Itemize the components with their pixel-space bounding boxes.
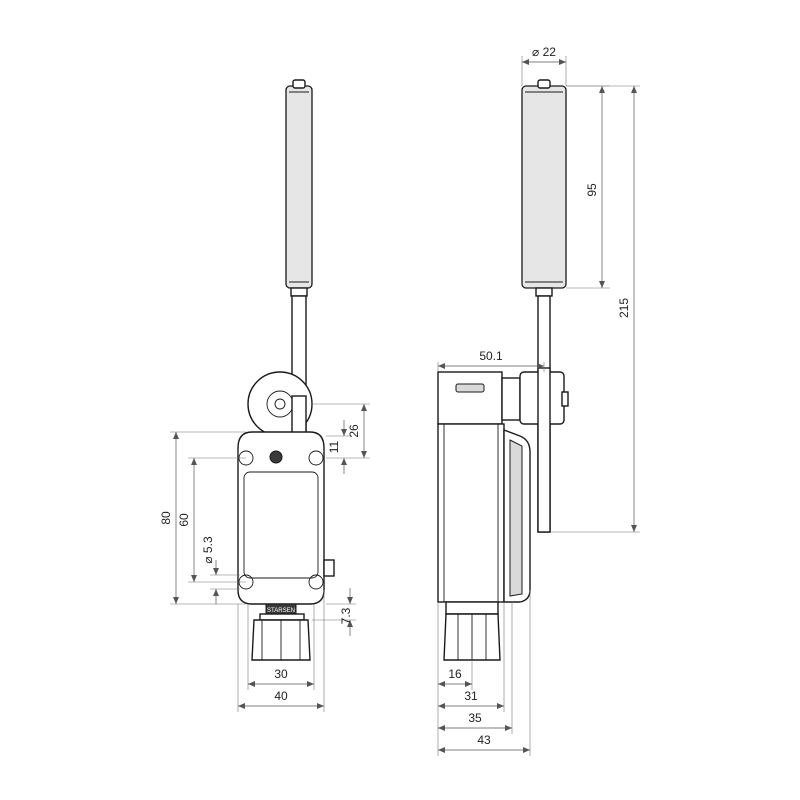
side-rod-through-clamp: [537, 367, 551, 533]
front-roller-top-cap: [292, 79, 306, 89]
front-dimensions: 80 60 ⌀ 5.3 26 11 7.3 30: [159, 403, 370, 712]
front-mount-hole-tr: [308, 450, 324, 466]
side-roller-top-cap: [537, 79, 551, 89]
front-hub-screw: [274, 398, 286, 410]
front-view: STARSEN: [237, 79, 335, 661]
dim-label-35: 35: [468, 711, 482, 725]
dim-label-hole: ⌀ 5.3: [201, 536, 215, 564]
dim-label-31: 31: [464, 689, 478, 703]
side-clamp-screw: [561, 391, 569, 407]
side-lever-link: [501, 377, 521, 421]
dim-label-60: 60: [177, 513, 191, 527]
side-gland-nut: [445, 601, 499, 615]
front-roller-collar: [290, 287, 308, 297]
dim-label-30: 30: [274, 667, 288, 681]
dim-label-40: 40: [274, 689, 288, 703]
front-brand-marking: STARSEN: [267, 608, 295, 614]
dim-label-7_3: 7.3: [339, 607, 353, 624]
front-gland-nut: [259, 613, 305, 621]
dim-label-215: 215: [617, 298, 631, 318]
dim-label-43: 43: [477, 733, 491, 747]
side-view: [437, 79, 569, 661]
front-body-panel: [243, 471, 319, 579]
dim-label-26: 26: [347, 424, 361, 438]
side-head: [437, 371, 503, 425]
dim-label-16: 16: [448, 667, 462, 681]
dim-label-80: 80: [159, 511, 173, 525]
front-roller: [285, 85, 313, 289]
dim-label-50_1: 50.1: [479, 349, 503, 363]
front-side-screw: [323, 559, 335, 577]
dim-label-dia22: ⌀ 22: [532, 45, 556, 59]
front-pivot-dot: [269, 450, 283, 464]
side-head-slot: [455, 383, 485, 393]
dim-label-95: 95: [585, 183, 599, 197]
side-roller-collar: [535, 287, 553, 297]
front-mount-hole-br: [308, 574, 324, 590]
side-switch-body: [437, 423, 505, 603]
side-cover-edge: [509, 439, 523, 597]
dim-label-11: 11: [327, 440, 341, 453]
side-roller: [521, 85, 567, 289]
side-dimensions: ⌀ 22 95 215 50.1 16 31 35 43: [437, 45, 640, 756]
